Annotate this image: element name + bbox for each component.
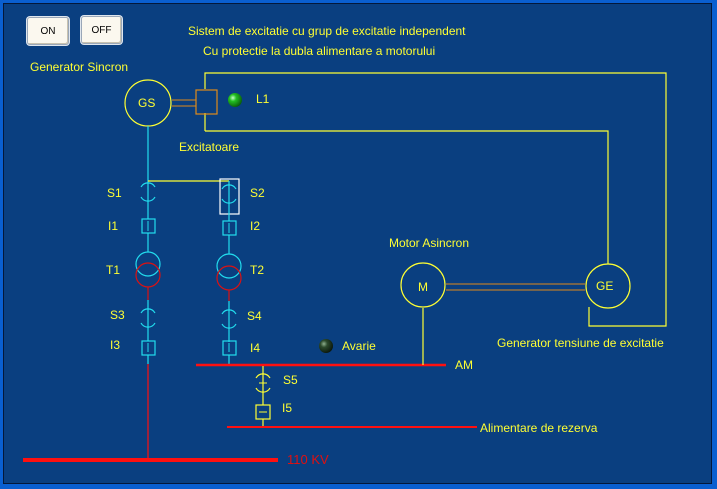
t1-primary-winding: [135, 251, 161, 277]
i3-label: I3: [110, 338, 121, 352]
exciter-return-line: [205, 130, 609, 266]
bus-110kv-label: 110 KV: [287, 452, 329, 467]
i2-label: I2: [250, 219, 261, 233]
m-label: M: [418, 280, 428, 294]
title-line-2: Cu protectie la dubla alimentare a motor…: [203, 44, 436, 58]
s4-label: S4: [247, 309, 262, 323]
i5-label: I5: [282, 401, 293, 415]
s1-label: S1: [107, 186, 122, 200]
t2-label: T2: [250, 263, 265, 277]
title-line-1: Sistem de excitatie cu grup de excitatie…: [188, 24, 466, 38]
s5-switch-symbol[interactable]: [255, 373, 271, 393]
l1-label: L1: [256, 92, 270, 106]
t2-primary-winding: [216, 253, 242, 279]
alimentare-rezerva-label: Alimentare de rezerva: [480, 421, 598, 435]
ge-symbol[interactable]: [585, 263, 631, 309]
s4-switch-symbol[interactable]: [221, 309, 237, 329]
excitatoare-label: Excitatoare: [179, 140, 240, 154]
avarie-label: Avarie: [342, 339, 376, 353]
s3-label: S3: [110, 308, 125, 322]
s2-label: S2: [250, 186, 265, 200]
diagram-canvas: [3, 3, 712, 484]
i1-label: I1: [108, 219, 119, 233]
branch-1: [135, 182, 161, 459]
t1-secondary-winding: [135, 262, 161, 288]
on-button[interactable]: ON: [27, 17, 69, 45]
motor-asincron-label: Motor Asincron: [389, 236, 470, 250]
generator-tensiune-label: Generator tensiune de excitatie: [497, 336, 664, 350]
s2-switch-symbol[interactable]: [221, 184, 237, 204]
generator-sincron-label: Generator Sincron: [30, 60, 129, 74]
i4-label: I4: [250, 341, 261, 355]
ge-label: GE: [596, 279, 614, 293]
l1-indicator-lamp: [228, 93, 242, 107]
branch-2: [216, 178, 242, 364]
excitation-loop-line: [204, 72, 667, 327]
motor-symbol[interactable]: [400, 262, 446, 308]
s5-label: S5: [283, 373, 298, 387]
exciter-box[interactable]: [195, 89, 218, 115]
s3-switch-symbol[interactable]: [140, 308, 156, 328]
am-bus-label: AM: [455, 358, 473, 372]
gs-label: GS: [138, 96, 156, 110]
avarie-indicator-lamp: [319, 339, 333, 353]
off-button[interactable]: OFF: [81, 16, 122, 44]
t1-label: T1: [106, 263, 121, 277]
